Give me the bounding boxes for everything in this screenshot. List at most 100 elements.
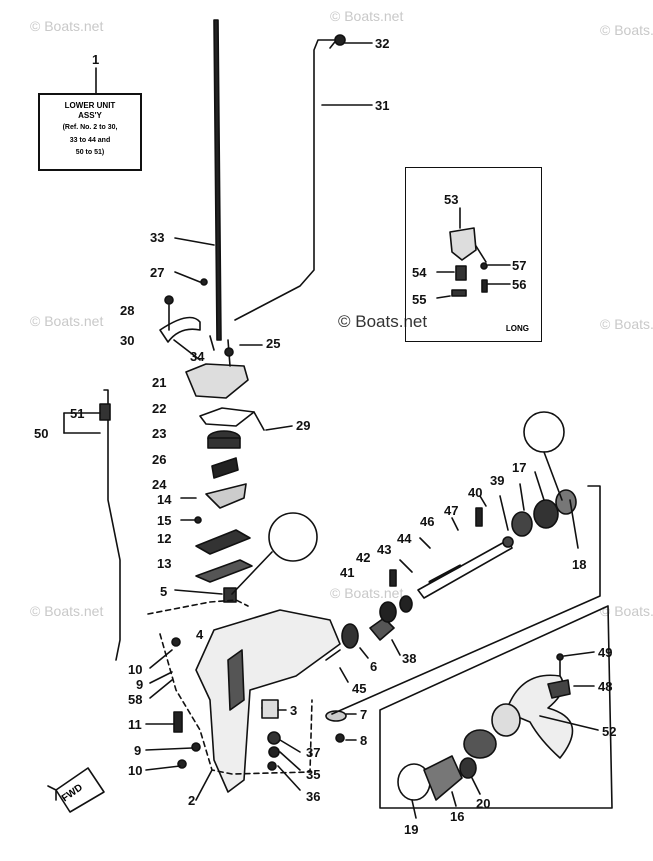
drive-shaft [213, 19, 222, 341]
inset-bracket-53 [449, 227, 477, 261]
inset-label: LONG [505, 324, 529, 333]
plate-13 [195, 559, 253, 583]
callout: 12 [157, 531, 172, 546]
callout: 46 [420, 514, 435, 529]
watermark: © Boats.net [30, 18, 104, 34]
callout: 32 [375, 36, 390, 51]
watermark: © Boats.net [600, 22, 653, 38]
label-ref-line3: 50 to 51) [75, 148, 105, 156]
collar-5 [223, 587, 237, 603]
label-title-line1: LOWER UNIT [64, 101, 116, 110]
callout: 17 [512, 460, 527, 475]
callout: 27 [150, 265, 165, 280]
callout: 8 [360, 733, 368, 748]
callout: 45 [352, 681, 367, 696]
callout: 43 [377, 542, 392, 557]
callout: 21 [152, 375, 167, 390]
nut-48 [547, 679, 571, 699]
callout: 3 [290, 703, 298, 718]
callout: 6 [370, 659, 378, 674]
callout: 14 [157, 492, 172, 507]
callout: 31 [375, 98, 390, 113]
callout: 36 [306, 789, 321, 804]
gear-39 [511, 511, 533, 537]
callout: 58 [128, 692, 143, 707]
inset-part-55 [451, 289, 467, 297]
callout: 28 [120, 303, 135, 318]
callout: 56 [512, 277, 527, 292]
outer-plate [205, 483, 247, 509]
clamp-30 [159, 316, 201, 343]
part-7 [325, 710, 347, 722]
callout: 30 [120, 333, 135, 348]
pump-housing [185, 363, 249, 399]
callout: 54 [412, 265, 427, 280]
plate-12 [195, 529, 251, 555]
callout: 47 [444, 503, 459, 518]
callout: 39 [490, 473, 505, 488]
label-ref-line2: 33 to 44 and [69, 136, 111, 144]
label-title-line2: ASS'Y [78, 110, 102, 120]
callout: 9 [136, 677, 144, 692]
detail-circle [268, 512, 318, 562]
pin-47 [475, 507, 483, 527]
detail-circle [523, 411, 565, 453]
callout: 18 [572, 557, 587, 572]
watermark: © Boats.net [600, 316, 653, 332]
callout: 49 [598, 645, 613, 660]
washer-20 [459, 757, 477, 779]
pin-27 [200, 278, 208, 286]
clutch-40 [502, 536, 514, 548]
callout: 4 [196, 627, 204, 642]
callout: 20 [476, 796, 491, 811]
callout: 7 [360, 707, 368, 722]
callout: 29 [296, 418, 311, 433]
propeller-shaft [417, 539, 513, 599]
impeller [211, 457, 239, 479]
housing-16 [423, 755, 463, 801]
bolt-28 [164, 295, 174, 305]
gear-42 [399, 595, 413, 613]
callout: 52 [602, 724, 617, 739]
callout: 41 [340, 565, 355, 580]
callout: 15 [157, 513, 172, 528]
screw-11 [173, 711, 183, 733]
label-ref-line1: (Ref. No. 2 to 30, [62, 124, 118, 132]
callout: 2 [188, 793, 196, 808]
callout: 34 [190, 349, 205, 364]
callout: 44 [397, 531, 412, 546]
callout: 16 [450, 809, 465, 824]
callout: 55 [412, 292, 427, 307]
callout: 57 [512, 258, 527, 273]
callout: 22 [152, 401, 167, 416]
callout: 35 [306, 767, 321, 782]
callout: 37 [306, 745, 321, 760]
watermark: © Boats.net [330, 8, 404, 24]
callout: 51 [70, 406, 85, 421]
callout: 25 [266, 336, 281, 351]
watermark: © Boats.net [338, 312, 428, 331]
watermark: © Boats.net [30, 603, 104, 619]
seal-38 [369, 617, 395, 641]
callout: 38 [402, 651, 417, 666]
long-shaft-inset: LONG [405, 167, 542, 342]
shift-rod [103, 389, 121, 661]
callout: 13 [157, 556, 172, 571]
callout: 5 [160, 584, 168, 599]
callout: 10 [128, 662, 143, 677]
callout: 10 [128, 763, 143, 778]
fwd-arrow [55, 767, 105, 813]
callout: 1 [92, 52, 100, 67]
gear-17 [533, 499, 559, 529]
callout: 40 [468, 485, 483, 500]
grommet-32 [334, 34, 346, 46]
watermark: © Boats.net [600, 603, 653, 619]
callout: 33 [150, 230, 165, 245]
callout: 23 [152, 426, 167, 441]
watermark: © Boats.net [330, 585, 404, 601]
gasket [199, 407, 255, 427]
water-tube [234, 39, 335, 321]
callout: 19 [404, 822, 419, 837]
callout: 11 [128, 717, 142, 732]
